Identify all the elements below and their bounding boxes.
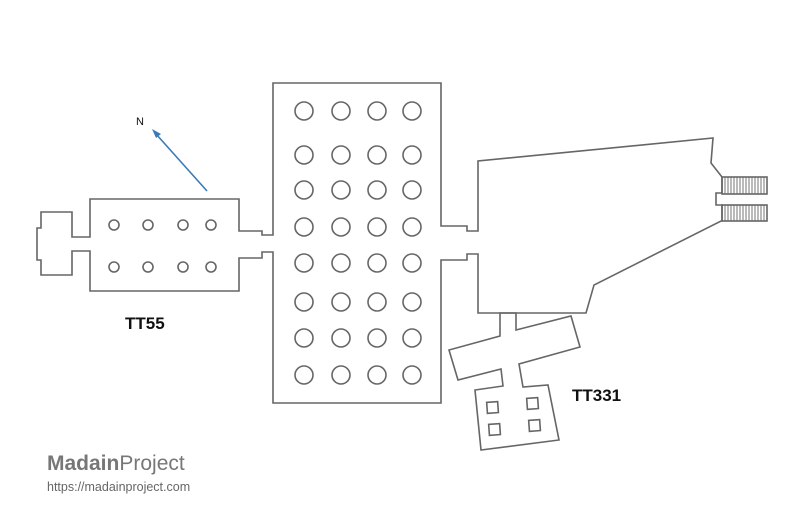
column: [367, 101, 387, 121]
column: [367, 328, 387, 348]
tt331-pillars: [485, 396, 542, 437]
logo-url: https://madainproject.com: [47, 480, 191, 494]
column: [294, 145, 314, 165]
column: [367, 253, 387, 273]
column: [402, 145, 422, 165]
column: [331, 217, 351, 237]
column: [294, 101, 314, 121]
logo: MadainProject: [47, 452, 185, 476]
column: [367, 217, 387, 237]
column: [331, 292, 351, 312]
column: [108, 219, 120, 231]
stairs: [721, 176, 768, 222]
north-label: N: [136, 116, 144, 128]
column: [402, 365, 422, 385]
tt55-outline: [36, 82, 723, 404]
column: [294, 253, 314, 273]
column: [294, 365, 314, 385]
column: [177, 219, 189, 231]
column: [367, 145, 387, 165]
column: [294, 217, 314, 237]
column: [177, 261, 189, 273]
north-arrow-icon: [152, 129, 208, 192]
column: [402, 180, 422, 200]
column: [294, 180, 314, 200]
column: [142, 219, 154, 231]
column: [402, 217, 422, 237]
column: [331, 101, 351, 121]
hall-columns: [294, 101, 422, 385]
column: [402, 101, 422, 121]
tt331-label: TT331: [572, 386, 622, 405]
column: [205, 219, 217, 231]
column: [294, 328, 314, 348]
column: [331, 180, 351, 200]
column: [367, 180, 387, 200]
column: [402, 253, 422, 273]
column: [142, 261, 154, 273]
column: [205, 261, 217, 273]
column: [108, 261, 120, 273]
tt55-columns: [108, 219, 217, 273]
column: [331, 253, 351, 273]
logo-light: Project: [119, 452, 185, 475]
column: [367, 365, 387, 385]
column: [402, 292, 422, 312]
column: [294, 292, 314, 312]
tt331-outline: [447, 312, 581, 451]
column: [367, 292, 387, 312]
column: [331, 328, 351, 348]
tt55-label: TT55: [125, 314, 165, 333]
column: [402, 328, 422, 348]
logo-bold: Madain: [47, 452, 120, 475]
column: [331, 145, 351, 165]
column: [331, 365, 351, 385]
